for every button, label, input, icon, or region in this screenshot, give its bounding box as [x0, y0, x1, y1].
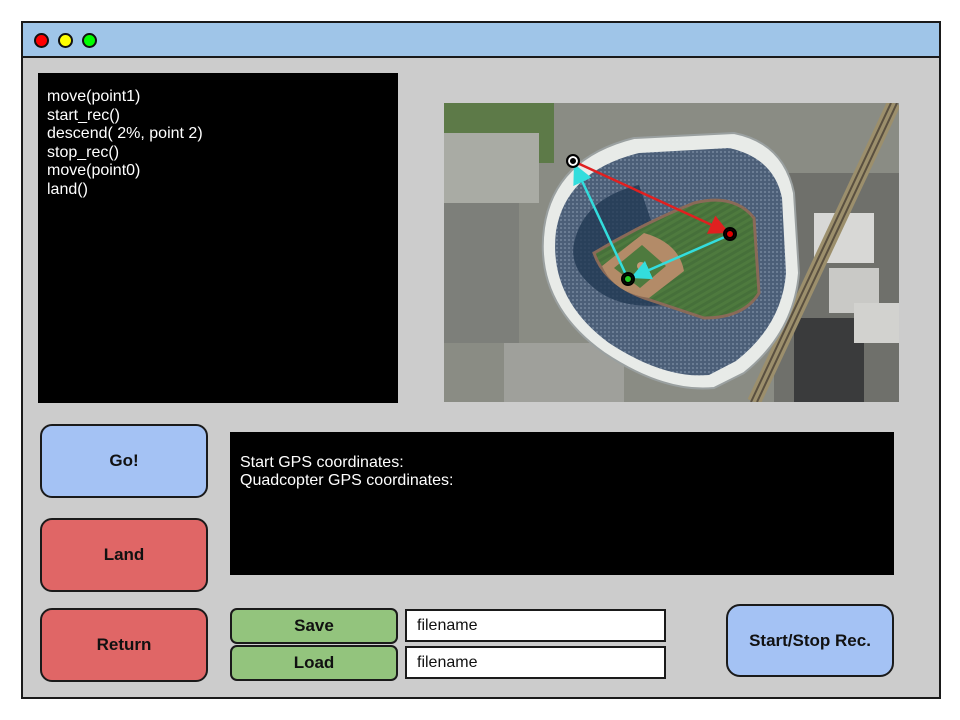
script-panel[interactable]: move(point1) start_rec() descend( 2%, po…	[38, 73, 398, 403]
waypoint-marker-point2[interactable]	[723, 227, 737, 241]
load-button[interactable]: Load	[230, 645, 398, 681]
script-line: move(point1)	[47, 88, 141, 105]
start-stop-record-button[interactable]: Start/Stop Rec.	[726, 604, 894, 677]
go-button[interactable]: Go!	[40, 424, 208, 498]
save-filename-input[interactable]	[405, 609, 666, 642]
script-line: descend( 2%, point 2)	[47, 125, 203, 142]
satellite-map[interactable]	[444, 103, 899, 402]
stadium-aerial-image	[444, 103, 899, 402]
start-gps-label: Start GPS coordinates:	[240, 454, 404, 471]
minimize-window-icon[interactable]	[58, 33, 73, 48]
waypoint-marker-point1[interactable]	[566, 154, 580, 168]
load-filename-input[interactable]	[405, 646, 666, 679]
land-button[interactable]: Land	[40, 518, 208, 592]
quadcopter-gps-label: Quadcopter GPS coordinates:	[240, 472, 454, 489]
script-line: land()	[47, 180, 88, 198]
script-line: stop_rec()	[47, 143, 120, 161]
app-window: move(point1) start_rec() descend( 2%, po…	[21, 21, 941, 699]
script-line: move(point0)	[47, 162, 141, 179]
return-button[interactable]: Return	[40, 608, 208, 682]
save-button[interactable]: Save	[230, 608, 398, 644]
waypoint-marker-point0[interactable]	[621, 272, 635, 286]
gps-info-panel: Start GPS coordinates: Quadcopter GPS co…	[230, 432, 894, 575]
title-bar	[23, 23, 939, 58]
maximize-window-icon[interactable]	[82, 33, 97, 48]
close-window-icon[interactable]	[34, 33, 49, 48]
script-line: start_rec()	[47, 106, 120, 124]
